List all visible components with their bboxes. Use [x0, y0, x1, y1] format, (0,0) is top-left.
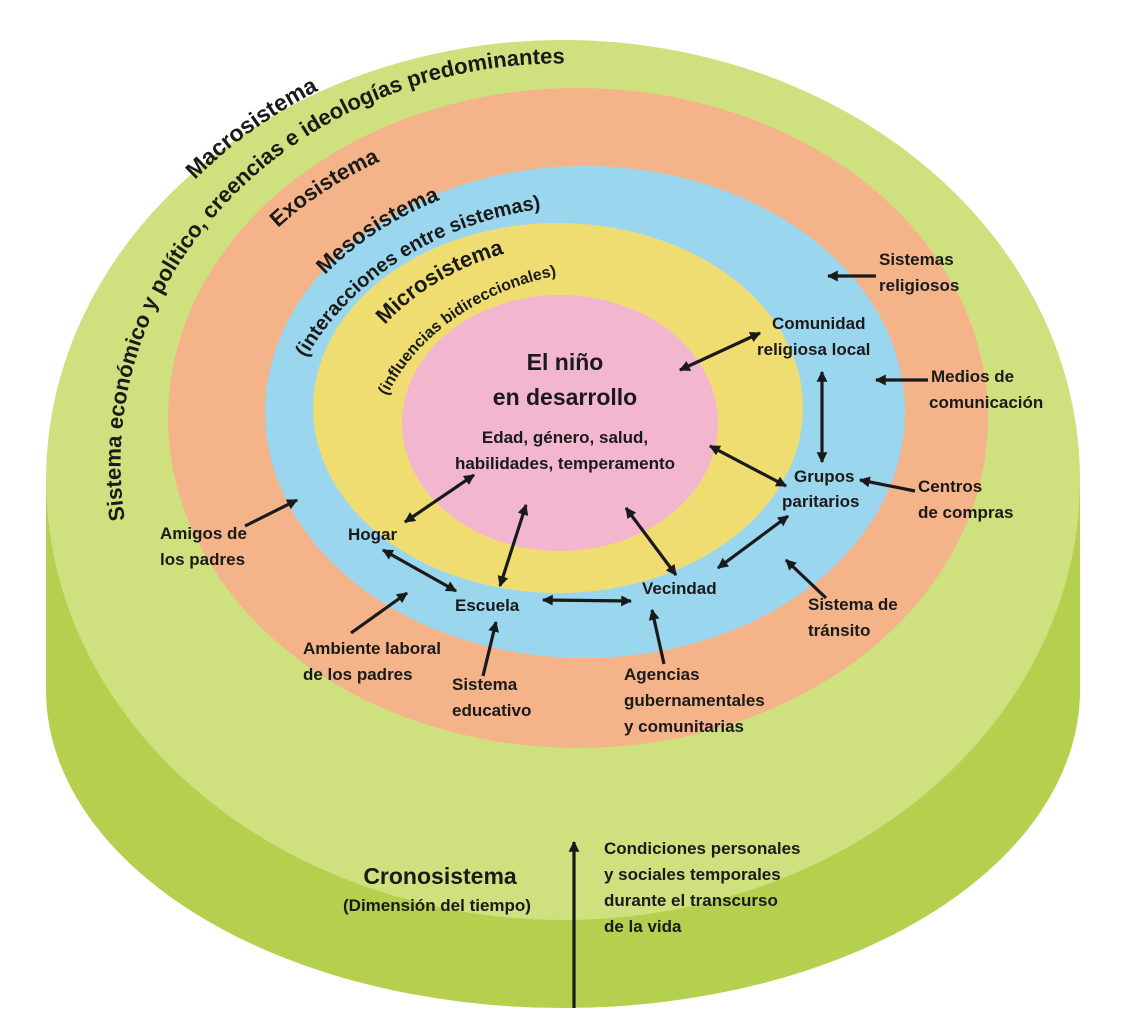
node-comunidad-line1: Comunidad — [772, 314, 866, 333]
arrow-educativo — [481, 620, 499, 677]
arrow-amigos — [244, 498, 298, 528]
exo-amigos-line1: Amigos de — [160, 524, 247, 543]
exo-medios-line2: comunicación — [929, 393, 1043, 412]
exo-agencias-line1: Agencias — [624, 665, 700, 684]
center-title-line1: El niño — [527, 349, 604, 375]
exo-transito-line2: tránsito — [808, 621, 870, 640]
node-comunidad-line2: religiosa local — [757, 340, 870, 359]
arrow-laboral — [350, 591, 408, 635]
arrow-centros — [858, 476, 916, 493]
chronosystem-note-line2: y sociales temporales — [604, 865, 781, 884]
exo-educativo-line1: Sistema — [452, 675, 518, 694]
chronosystem-note-line3: durante el transcurso — [604, 891, 778, 910]
arrow-vecindad-grupos — [717, 514, 789, 570]
node-escuela: Escuela — [455, 596, 520, 615]
developing-child-core — [402, 295, 718, 551]
exo-sistemas-religiosos-line1: Sistemas — [879, 250, 954, 269]
arrow-transito — [784, 558, 828, 600]
node-grupos-line2: paritarios — [782, 492, 859, 511]
chronosystem-subtitle: (Dimensión del tiempo) — [343, 896, 531, 915]
center-traits-line2: habilidades, temperamento — [455, 454, 675, 473]
exo-medios-line1: Medios de — [931, 367, 1014, 386]
arrow-escuela-center — [497, 503, 529, 588]
arrow-center-comunidad — [679, 331, 761, 372]
exo-laboral-line2: de los padres — [303, 665, 413, 684]
arrow-hogar-escuela — [382, 548, 457, 593]
node-hogar: Hogar — [348, 525, 398, 544]
arrow-agencias — [648, 608, 666, 665]
exo-educativo-line2: educativo — [452, 701, 531, 720]
exo-agencias-line2: gubernamentales — [624, 691, 765, 710]
exo-sistemas-religiosos-line2: religiosos — [879, 276, 959, 295]
arrow-hogar-center — [404, 473, 475, 524]
chronosystem-note-line4: de la vida — [604, 917, 682, 936]
chronosystem-title: Cronosistema — [363, 863, 517, 889]
exo-transito-line1: Sistema de — [808, 595, 898, 614]
node-vecindad: Vecindad — [642, 579, 717, 598]
exo-amigos-line2: los padres — [160, 550, 245, 569]
center-title-line2: en desarrollo — [493, 384, 637, 410]
center-traits-line1: Edad, género, salud, — [482, 428, 648, 447]
exo-centros-line1: Centros — [918, 477, 982, 496]
chronosystem-note-line1: Condiciones personales — [604, 839, 801, 858]
arrow-escuela-vecindad — [541, 594, 633, 607]
exo-agencias-line3: y comunitarias — [624, 717, 744, 736]
exo-laboral-line1: Ambiente laboral — [303, 639, 441, 658]
node-grupos-line1: Grupos — [794, 467, 854, 486]
exo-centros-line2: de compras — [918, 503, 1013, 522]
arrow-vecindad-center — [624, 507, 678, 576]
arrow-grupos-center — [709, 444, 787, 488]
